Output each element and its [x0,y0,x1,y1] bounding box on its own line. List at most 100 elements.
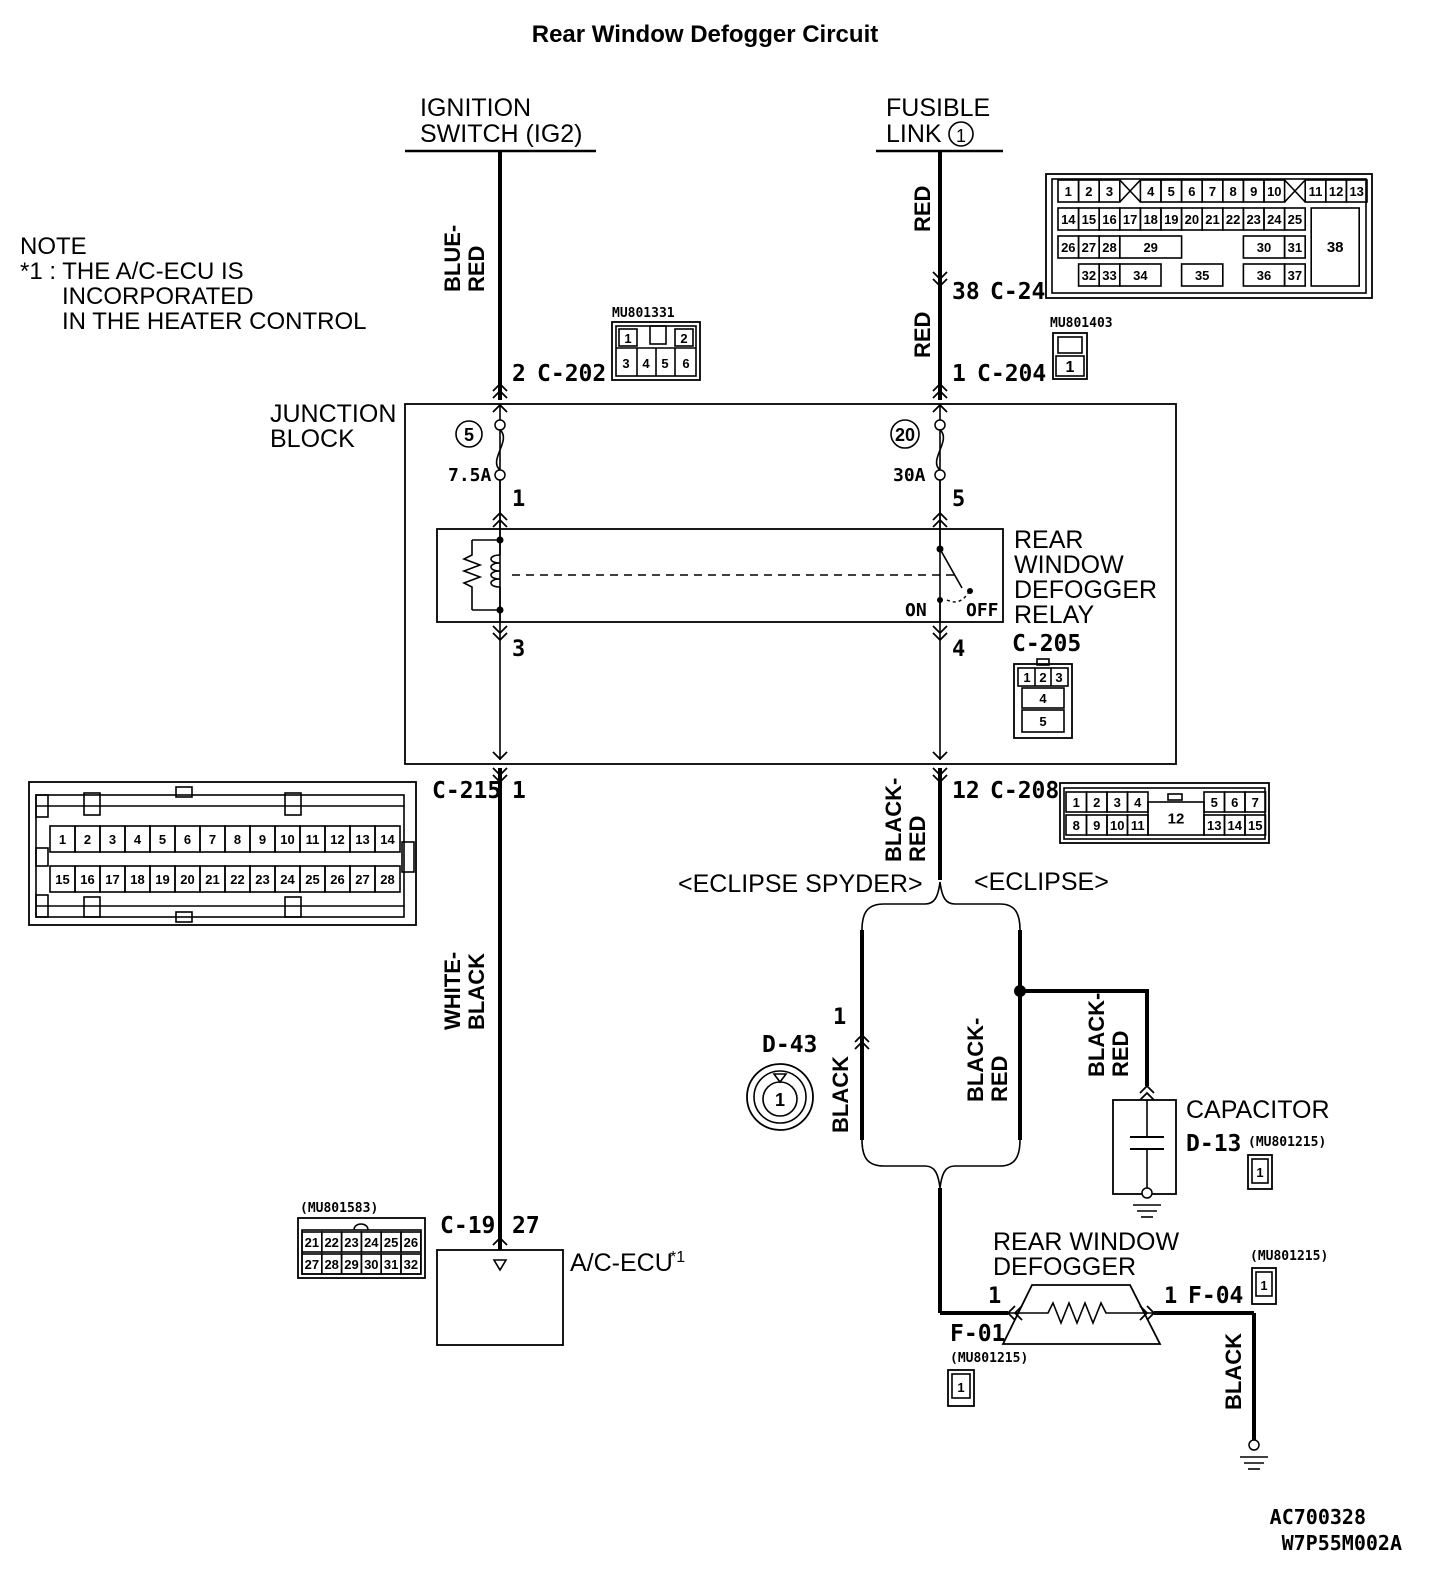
c208-cell-14: 14 [1228,818,1243,833]
rear-window-defogger: REAR WINDOW DEFOGGER 1 1 F-04 (MU801215)… [947,1228,1328,1470]
c24-cell-36: 36 [1257,268,1271,283]
c19-cell-31: 31 [384,1257,398,1272]
relay-label-2: WINDOW [1014,551,1124,579]
c24-cell-21: 21 [1205,212,1219,227]
c24-cell-37: 37 [1288,268,1302,283]
fusible-link-number: 1 [956,126,966,146]
wire-labels: BLUE- RED RED RED WHITE- BLACK BLACK- RE… [440,186,1246,1410]
relay-pin-left: 3 [512,637,525,662]
c215-pin: 1 [512,778,526,804]
f01-part: (MU801215) [950,1351,1028,1366]
c208-cell-10: 10 [1110,818,1124,833]
c215-cell-2: 2 [84,832,91,847]
d13-cell: 1 [1256,1165,1263,1180]
c215-cell-14: 14 [380,832,395,847]
c24-cell-20: 20 [1185,212,1199,227]
ignition-label-2: SWITCH (IG2) [420,120,583,148]
c24-cell-8: 8 [1229,184,1236,199]
c24-name: C-24 [990,279,1045,305]
c215-cell-23: 23 [255,872,269,887]
c208-cell-5: 5 [1211,795,1218,810]
c215-cell-16: 16 [80,872,94,887]
wire-black-red-mid-1: BLACK- [963,1018,988,1102]
c24-cell-25: 25 [1288,212,1302,227]
c24-cell-5: 5 [1168,184,1175,199]
c215-cell-19: 19 [155,872,169,887]
c215-cell-8: 8 [234,832,241,847]
variant-eclipse: <ECLIPSE> [974,868,1109,896]
relay-coil [461,530,504,622]
d43-name: D-43 [762,1032,817,1058]
c215-cell-27: 27 [355,872,369,887]
relay-pin-right: 4 [952,637,965,662]
connector-c202: 2 C-202 MU801331 1 2 3 4 5 6 [512,306,701,387]
c205-cell-1: 1 [1023,670,1030,685]
d13-name: D-13 [1186,1131,1241,1157]
c24-cell-12: 12 [1329,184,1343,199]
fusible-link-source: FUSIBLE LINK 1 [876,94,1003,153]
note-line-1: *1 : THE A/C-ECU IS [20,258,244,285]
d43-pin: 1 [833,1005,846,1030]
c215-cell-6: 6 [184,832,191,847]
c205-cell-3: 3 [1055,670,1062,685]
fuse-right-pin: 5 [952,487,965,512]
wire-black-left: BLACK [828,1056,853,1133]
wire-blue-red-1: BLUE- [440,225,465,292]
c24-cell-14: 14 [1061,212,1076,227]
wire-black-red-cap-1: BLACK- [1084,993,1109,1077]
fuse-right-number: 20 [895,425,915,445]
f01-cell: 1 [957,1380,964,1395]
wire-black-red-mid-2: RED [987,1056,1012,1102]
c19-cell-29: 29 [344,1257,358,1272]
f01-name: F-01 [950,1321,1005,1347]
c24-cell-27: 27 [1082,240,1096,255]
page-title: Rear Window Defogger Circuit [532,21,878,48]
c205-name: C-205 [1012,631,1081,657]
ignition-label-1: IGNITION [420,94,531,122]
c208-cell-9: 9 [1093,818,1100,833]
c24-cell-11: 11 [1309,184,1323,199]
wire-black-red-cap-2: RED [1108,1031,1133,1077]
c215-cell-17: 17 [105,872,119,887]
c202-cell-3: 3 [622,356,629,371]
c205-cell-4: 4 [1039,691,1047,706]
relay-box [436,528,1004,623]
junction-label-2: BLOCK [270,425,355,453]
c208-cell-4: 4 [1134,795,1142,810]
c215-cell-26: 26 [330,872,344,887]
relay-off: OFF [966,600,999,621]
c208-name: C-208 [990,778,1059,804]
c19-cell-23: 23 [344,1235,358,1250]
c202-cell-5: 5 [661,356,668,371]
relay-label-4: RELAY [1014,601,1094,629]
c24-cell-6: 6 [1188,184,1195,199]
defogger-label-2: DEFOGGER [993,1253,1136,1281]
c19-cell-32: 32 [404,1257,418,1272]
c24-cell-22: 22 [1226,212,1240,227]
f01-pin: 1 [988,1284,1001,1309]
c215-cell-21: 21 [205,872,219,887]
c202-cell-6: 6 [682,356,689,371]
c24-cell-17: 17 [1123,212,1137,227]
fuse-right-rating: 30A [893,465,926,486]
c215-cell-13: 13 [355,832,369,847]
d13-part: (MU801215) [1248,1135,1326,1150]
relay-switch: ON OFF [905,530,999,622]
f04-part: (MU801215) [1250,1249,1328,1264]
d43-cell: 1 [775,1090,785,1110]
c24-cell-7: 7 [1209,184,1216,199]
c24-cell-34: 34 [1133,268,1148,283]
c24-cell-31: 31 [1288,240,1302,255]
c19-pin: 27 [512,1213,540,1239]
fusible-label-1: FUSIBLE [886,94,990,122]
c208-cell-11: 11 [1131,818,1145,833]
relay-label-1: REAR [1014,526,1083,554]
c19-cell-28: 28 [324,1257,338,1272]
defogger-label-1: REAR WINDOW [993,1228,1180,1256]
f04-cell: 1 [1260,1278,1267,1293]
